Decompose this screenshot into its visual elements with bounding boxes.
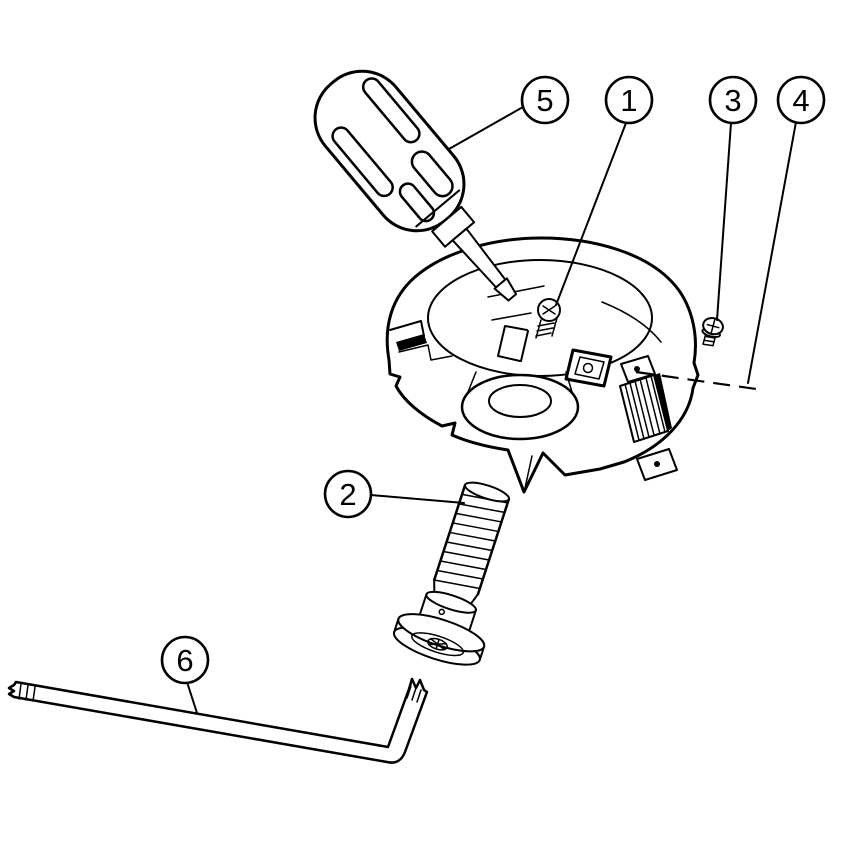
mounting-screw <box>392 481 511 666</box>
leader-line-6 <box>186 681 198 714</box>
flange-face-ring <box>411 632 465 657</box>
cartridge-dark-edge <box>654 373 672 431</box>
small-screw-shank <box>702 332 717 347</box>
callout-circle-2 <box>323 469 373 519</box>
cartridge-assembly <box>619 355 672 443</box>
handle-grip-slot <box>361 77 421 144</box>
wedge-inner-line <box>524 455 533 489</box>
callout-circle-6 <box>160 635 210 685</box>
cartridge-insert-dot <box>634 366 640 372</box>
leader-lines <box>186 106 797 714</box>
screw-slot-edge <box>487 285 545 321</box>
insert-clamp-screw <box>535 298 561 339</box>
handle-grip-slot <box>331 126 394 198</box>
callout-circle-1 <box>604 75 654 125</box>
insert-outer <box>564 348 613 388</box>
leader-line-1 <box>555 122 627 306</box>
callout-circle-5 <box>520 75 570 125</box>
callout-label-6: 6 <box>176 643 193 678</box>
cutter-body-outline <box>385 236 700 494</box>
torx-wrench <box>7 677 429 764</box>
callout-circle-4 <box>776 75 826 125</box>
leader-line-4 <box>747 121 797 384</box>
handle-neck-line <box>415 189 461 228</box>
insert-inner <box>574 356 605 380</box>
screw-neck <box>433 578 479 606</box>
hub-boss <box>460 373 580 441</box>
callout-label-3: 3 <box>724 83 741 118</box>
dashed-axis-line <box>635 370 757 391</box>
hub-bore <box>488 384 552 418</box>
callout-2: 2 <box>323 469 373 519</box>
leader-line-2 <box>370 494 465 504</box>
bottom-insert <box>636 448 678 481</box>
insert-center-hole <box>582 362 594 374</box>
callout-6: 6 <box>160 635 210 685</box>
cartridge-hatch <box>624 375 666 441</box>
screwdriver <box>313 69 518 302</box>
clamp-screw-cross-slot <box>542 305 556 315</box>
leader-line-3 <box>716 122 732 321</box>
callout-label-4: 4 <box>792 83 809 118</box>
thread-top <box>464 481 510 503</box>
cartridge-screw <box>701 316 724 347</box>
callout-circle-3 <box>708 75 758 125</box>
thread-lines <box>433 493 509 590</box>
callout-4: 4 <box>776 75 826 125</box>
callout-1: 1 <box>604 75 654 125</box>
insert-pocket-bracket <box>497 325 529 362</box>
milling-cutter-head <box>385 236 700 494</box>
torx-socket <box>427 637 448 651</box>
center-hub <box>460 371 580 441</box>
small-screw-cross-slot <box>706 318 720 334</box>
hub-connect-lines <box>467 371 573 393</box>
callout-label-2: 2 <box>339 477 356 512</box>
center-insert <box>564 348 613 388</box>
screwdriver-blade-tip <box>493 277 518 302</box>
thread-side <box>476 497 511 596</box>
wrench-tip-splines <box>406 685 422 703</box>
bottom-insert-dot <box>654 461 660 467</box>
wrench-body <box>7 677 429 764</box>
handle-grip-slot <box>398 182 436 223</box>
left-pocket-step <box>398 344 453 361</box>
collar-dot <box>438 608 445 616</box>
callout-3: 3 <box>708 75 758 125</box>
left-pocket-edge <box>389 320 425 337</box>
cutter-face-curve <box>601 301 662 343</box>
clamp-screw-shank <box>535 317 558 339</box>
leader-line-5 <box>448 106 524 150</box>
callout-5: 5 <box>520 75 570 125</box>
collar-top <box>425 590 477 614</box>
left-insert-edge <box>396 334 427 351</box>
callout-label-1: 1 <box>620 83 637 118</box>
callout-label-5: 5 <box>536 83 553 118</box>
handle-grip-slot <box>410 150 454 198</box>
wrench-end-splines <box>18 683 36 702</box>
torx-socket-lobes <box>428 638 447 651</box>
